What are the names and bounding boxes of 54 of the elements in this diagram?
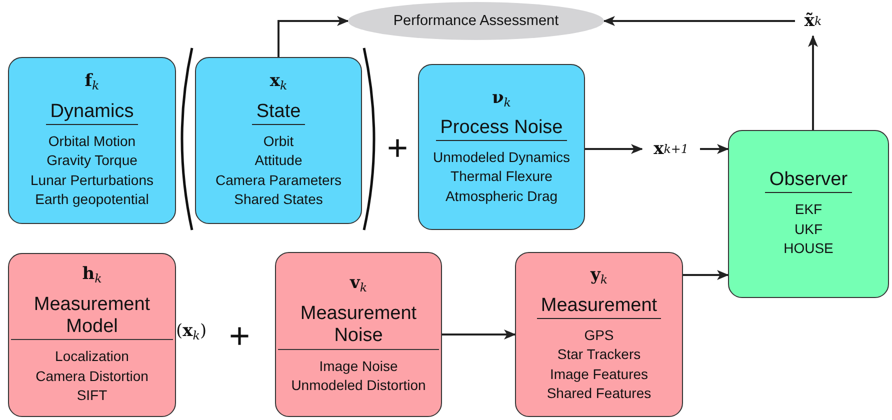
box-title: Measurement bbox=[536, 294, 662, 319]
arrow bbox=[808, 35, 818, 130]
plus-sign: + bbox=[229, 318, 250, 354]
math-symbol: ν$_{k}$ bbox=[492, 88, 511, 110]
list-item: HOUSE bbox=[784, 239, 834, 258]
box-title: Process Noise bbox=[436, 117, 567, 141]
list-item: Unmodeled Dynamics bbox=[433, 148, 570, 167]
process-box bbox=[728, 130, 889, 298]
arrow bbox=[585, 144, 643, 154]
list-item: Localization bbox=[55, 347, 129, 366]
list-item: Lunar Perturbations bbox=[30, 170, 154, 190]
arrow bbox=[442, 330, 516, 340]
box-title: State bbox=[252, 100, 305, 125]
box-title: Dynamics bbox=[46, 100, 138, 125]
math-symbol: h$_{k}$ bbox=[82, 264, 102, 286]
list-item: Orbital Motion bbox=[48, 132, 136, 151]
node-label: Performance Assessment bbox=[393, 13, 559, 29]
process-box bbox=[8, 57, 176, 224]
box-title: Observer bbox=[765, 169, 852, 194]
list-item: Attitude bbox=[254, 151, 302, 170]
list-item: Unmodeled Distortion bbox=[291, 376, 426, 396]
list-item: Camera Parameters bbox=[215, 170, 342, 190]
box-title: Measurement Model bbox=[11, 294, 173, 340]
box-title: Measurement Noise bbox=[278, 302, 439, 350]
list-item: GPS bbox=[584, 326, 614, 345]
list-item: UKF bbox=[794, 220, 822, 239]
list-item: Orbit bbox=[263, 132, 294, 151]
list-item: Thermal Flexure bbox=[450, 167, 552, 186]
process-box bbox=[8, 253, 176, 417]
list-item: Shared Features bbox=[546, 384, 652, 404]
process-box bbox=[195, 57, 362, 224]
list-item: Image Features bbox=[550, 364, 648, 384]
process-box bbox=[275, 252, 442, 417]
list-item: Image Noise bbox=[319, 356, 398, 376]
arrow bbox=[278, 16, 349, 57]
arrow bbox=[700, 144, 729, 154]
list-item: Star Trackers bbox=[557, 345, 641, 364]
list-item: Camera Distortion bbox=[36, 366, 148, 386]
math-symbol: x$_{k}$ bbox=[270, 71, 288, 93]
process-box bbox=[418, 64, 585, 230]
arrow bbox=[603, 16, 795, 26]
plus-sign: + bbox=[387, 130, 408, 166]
list-item: SIFT bbox=[76, 386, 108, 406]
list-item: Shared States bbox=[234, 190, 323, 210]
process-box bbox=[515, 252, 683, 417]
math-symbol: v$_{k}$ bbox=[350, 273, 368, 295]
list-item: Atmospheric Drag bbox=[445, 186, 558, 206]
arrow bbox=[683, 270, 729, 280]
math-symbol: y$_{k}$ bbox=[590, 265, 608, 287]
list-item: Gravity Torque bbox=[46, 151, 138, 170]
list-item: EKF bbox=[794, 200, 822, 220]
math-label: (x$_{k}$) bbox=[176, 321, 207, 343]
list-item: Earth geopotential bbox=[35, 190, 149, 210]
math-symbol: f$_{k}$ bbox=[84, 71, 100, 93]
